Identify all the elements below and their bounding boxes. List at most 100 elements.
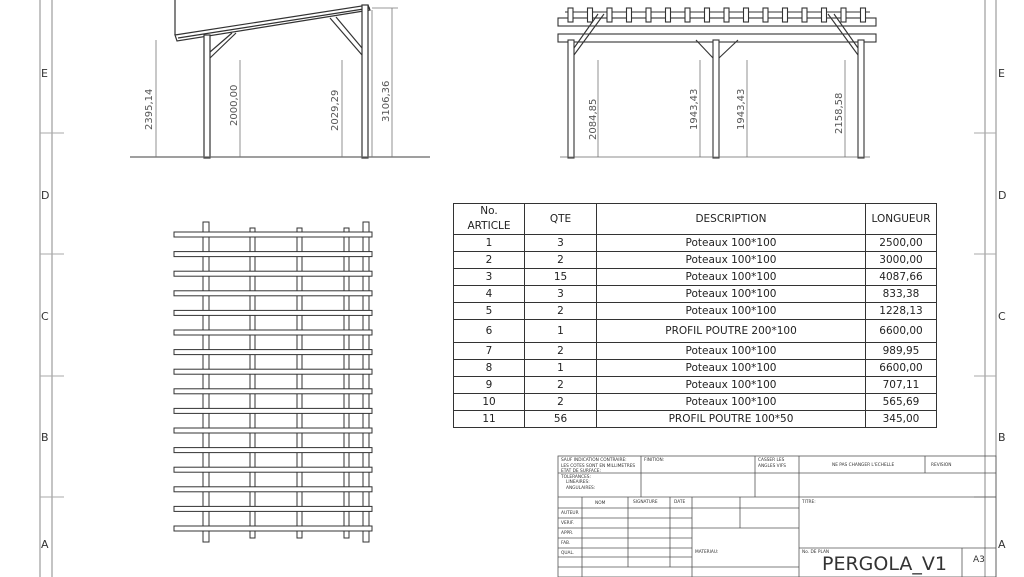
joist [173, 407, 373, 414]
table-cell: 3 [524, 234, 597, 252]
rafter-end [840, 7, 847, 23]
dimension-label: 2395,14 [144, 89, 155, 130]
table-cell: 4 [453, 285, 525, 303]
joist [173, 505, 373, 512]
column-header: LONGUEUR [865, 203, 937, 235]
table-cell: 2 [524, 376, 597, 394]
joist [173, 290, 373, 297]
scale-warning: NE PAS CHANGER L'ECHELLE [832, 463, 895, 468]
sheet-format: A3 [973, 555, 985, 565]
rafter-end [703, 7, 711, 23]
role-label: APPR. [561, 531, 574, 536]
rafter-end [820, 7, 828, 23]
table-cell: 10 [453, 393, 525, 411]
table-cell: 1 [524, 319, 597, 343]
joist [173, 329, 373, 336]
dimension-label: 1943,43 [736, 89, 747, 130]
joist [173, 486, 373, 493]
note-line: TOLERANCES: [561, 474, 591, 480]
rafter-end [684, 7, 691, 23]
dimension-label: 3106,36 [381, 81, 392, 122]
rafter-end [586, 7, 594, 23]
table-header-row: No. ARTICLE QTE DESCRIPTION LONGUEUR [453, 203, 937, 235]
zone-letter: C [998, 310, 1006, 323]
dimension-label: 2084,85 [588, 99, 599, 140]
table-cell: 15 [524, 268, 597, 286]
rafter-end [762, 7, 769, 23]
dimension-label: 2000,00 [229, 85, 240, 126]
rafter-end [742, 7, 750, 23]
col-nom: NOM [595, 501, 606, 506]
table-cell: 11 [453, 410, 525, 428]
rafter-end [567, 7, 574, 23]
column-header: DESCRIPTION [596, 203, 866, 235]
table-cell: 7 [453, 342, 525, 360]
table-cell: 2500,00 [865, 234, 937, 252]
joist [173, 349, 373, 356]
table-cell: 9 [453, 376, 525, 394]
note-line: ANGULAIRES: [566, 485, 596, 491]
dimension-label: 2158,58 [834, 93, 845, 134]
zone-letter: E [41, 67, 48, 80]
zone-letter: C [41, 310, 49, 323]
table-cell: 8 [453, 359, 525, 377]
table-cell: 2 [524, 342, 597, 360]
table-cell: 1 [524, 359, 597, 377]
joist [173, 447, 373, 454]
note-line: LINEAIRES: [566, 480, 590, 485]
table-cell: 6600,00 [865, 319, 937, 343]
table-cell: PROFIL POUTRE 200*100 [596, 319, 866, 343]
title-block-frame [557, 455, 997, 577]
role-label: AUTEUR [561, 511, 579, 516]
table-cell: 2 [453, 251, 525, 269]
rafter-end [625, 7, 633, 23]
titre-label: TITRE: [802, 500, 816, 505]
table-cell: PROFIL POUTRE 100*50 [596, 410, 866, 428]
rafter-end [645, 7, 652, 23]
finition-label: FINITION: [644, 458, 665, 463]
table-cell: 1 [453, 234, 525, 252]
rafter-end [664, 7, 672, 23]
joist [173, 427, 373, 434]
table-cell: Poteaux 100*100 [596, 302, 866, 320]
note-line: CASSER LES [758, 458, 785, 463]
zone-letter: D [41, 189, 50, 202]
rafter-end [723, 7, 730, 23]
col-signature: SIGNATURE [633, 500, 658, 505]
table-cell: Poteaux 100*100 [596, 285, 866, 303]
zone-letter: A [41, 538, 49, 551]
joist [173, 270, 373, 277]
table-cell: 2 [524, 393, 597, 411]
casser-angles-label: CASSER LES ANGLES VIFS [758, 458, 786, 469]
table-cell: 3 [524, 285, 597, 303]
note-line: SAUF INDICATION CONTRAIRE: [561, 458, 627, 463]
rafter-end [606, 7, 613, 23]
table-cell: Poteaux 100*100 [596, 342, 866, 360]
role-label: FAB. [561, 541, 571, 546]
note-line: ANGLES VIFS [758, 463, 787, 469]
zone-letter: B [998, 431, 1006, 444]
materiau-label: MATERIAU: [695, 550, 719, 555]
table-cell: 989,95 [865, 342, 937, 360]
rafter-end [801, 7, 808, 23]
note-line: ETAT DE SURFACE: [561, 469, 601, 474]
table-cell: 56 [524, 410, 597, 428]
joist [173, 368, 373, 375]
rafter-end [859, 7, 867, 23]
table-cell: 6 [453, 319, 525, 343]
joist [173, 231, 373, 238]
note-line: LES COTES SONT EN MILLIMETRES [561, 463, 636, 469]
table-cell: 833,38 [865, 285, 937, 303]
